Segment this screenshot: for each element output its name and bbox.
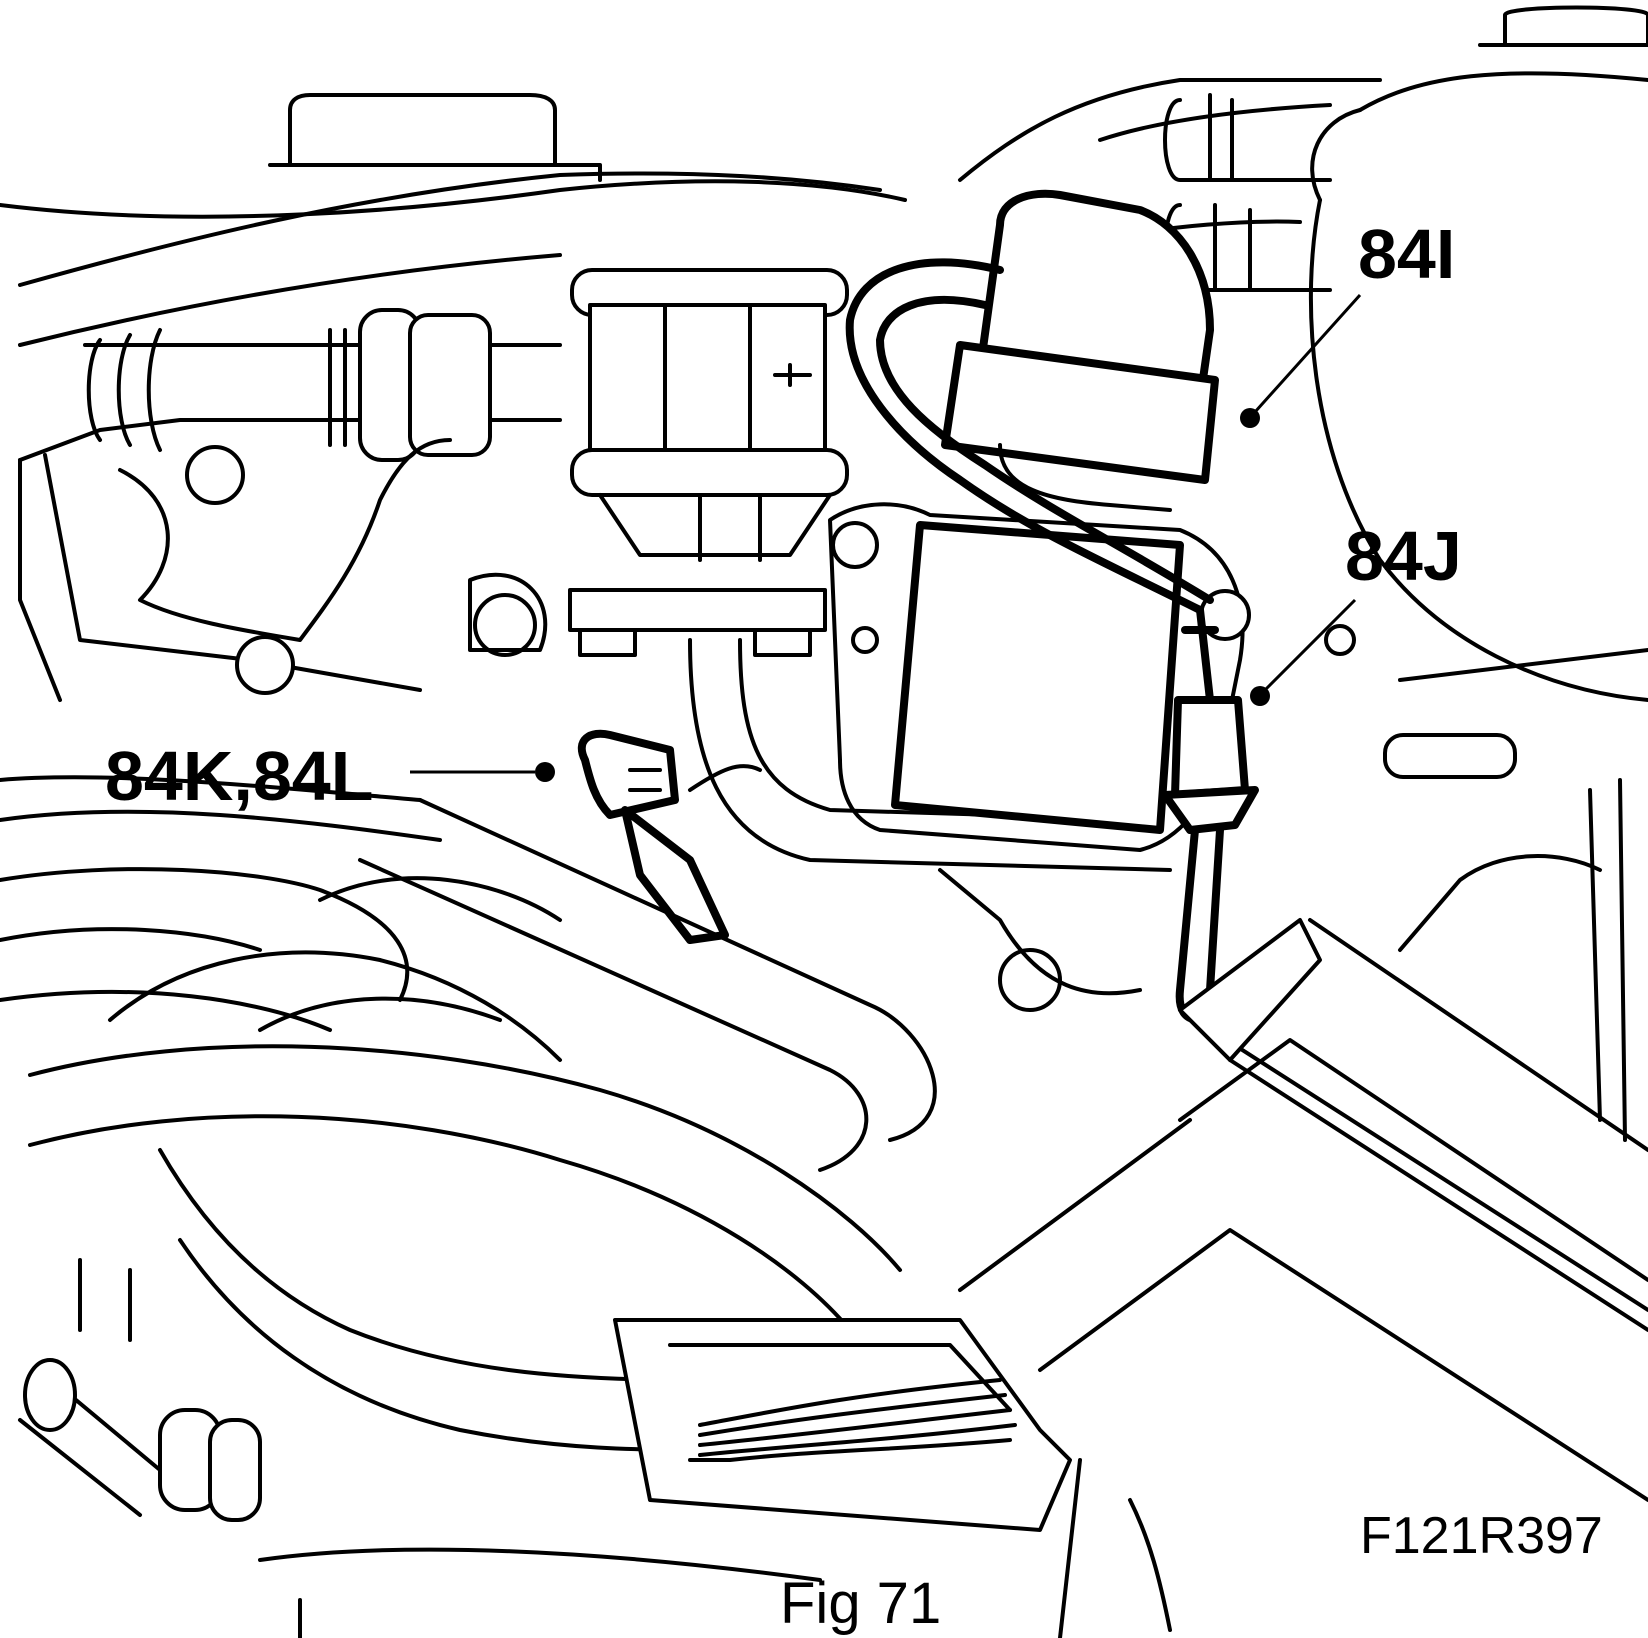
throttle-body-housing [828, 502, 1356, 1012]
central-valve-unit [568, 268, 1172, 872]
leader-84k-84l [410, 762, 555, 782]
left-flange-plate [18, 438, 548, 702]
figure-caption: Fig 71 [780, 1571, 941, 1636]
upper-engine-cover [0, 78, 1382, 347]
coolant-reservoir [1163, 5, 1648, 702]
callout-84k-84l-label: 84K,84L [105, 737, 373, 815]
callout-84i-label: 84I [1358, 215, 1455, 293]
figure-reference-code: F121R397 [1360, 1507, 1603, 1565]
intake-runners [0, 775, 937, 1452]
left-pipe-assembly [18, 308, 562, 462]
callout-84j-label: 84J [1345, 517, 1462, 595]
connector-84k-84l [577, 729, 762, 944]
sensor-84i [941, 189, 1219, 512]
leader-84j [1250, 598, 1357, 706]
sensor-cable [845, 258, 1259, 1024]
ecu-connector [613, 1318, 1072, 1532]
right-bracket-block [958, 648, 1648, 1502]
leader-84i [1240, 293, 1362, 428]
lower-left-pipe [18, 1358, 1172, 1638]
